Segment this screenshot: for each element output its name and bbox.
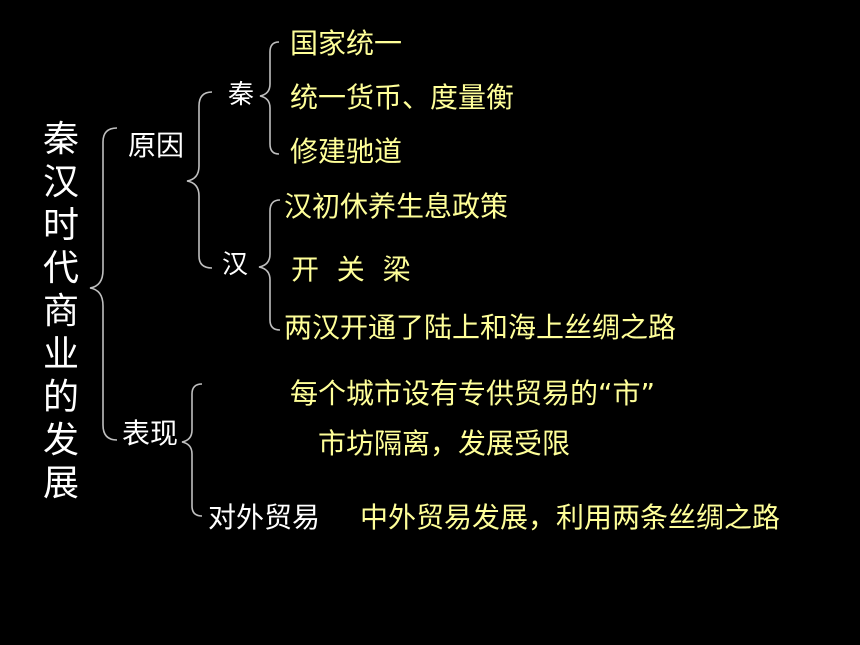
- manifestations-brace: [181, 383, 203, 517]
- reasons-brace: [186, 91, 213, 269]
- manifestation-item-separation: 市坊隔离，发展受限: [318, 427, 571, 460]
- root-brace: [89, 127, 118, 441]
- foreign-trade-text: 中外贸易发展，利用两条丝绸之路: [360, 501, 781, 534]
- root-title: 秦汉时代商业的发展: [43, 119, 80, 504]
- han-brace: [258, 199, 281, 331]
- han-item-silk-road: 两汉开通了陆上和海上丝绸之路: [284, 311, 677, 344]
- qin-item-unification: 国家统一: [290, 27, 403, 60]
- qin-item-currency: 统一货币、度量衡: [290, 81, 515, 114]
- manifestation-item-market: 每个城市设有专供贸易的“市”: [290, 377, 656, 410]
- reasons-label: 原因: [128, 129, 185, 162]
- foreign-trade-label: 对外贸易: [208, 501, 321, 534]
- han-item-policy: 汉初休养生息政策: [284, 190, 509, 223]
- han-item-passes: 开 关 梁: [291, 253, 411, 286]
- qin-label: 秦: [228, 80, 255, 110]
- qin-brace: [259, 41, 280, 155]
- qin-item-roads: 修建驰道: [290, 135, 403, 168]
- manifestations-label: 表现: [122, 417, 179, 450]
- han-label: 汉: [222, 250, 249, 280]
